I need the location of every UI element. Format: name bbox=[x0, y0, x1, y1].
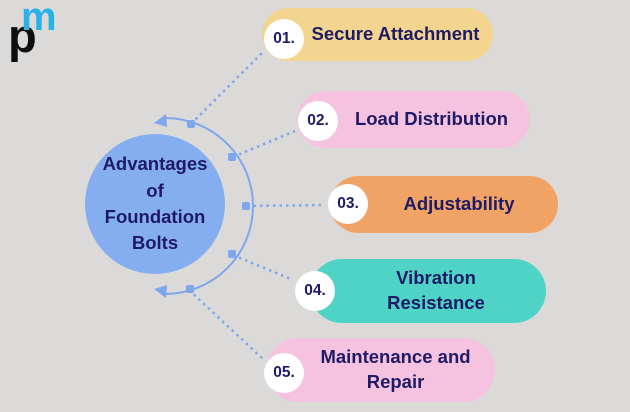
advantage-label-5: Maintenance and Repair bbox=[320, 346, 471, 392]
advantage-pill-4 bbox=[310, 259, 546, 323]
advantage-pill-3 bbox=[330, 176, 558, 233]
advantage-item-1: 01. Secure Attachment bbox=[262, 8, 493, 61]
dotted-connector-5 bbox=[188, 289, 264, 360]
arrow-bottom-icon bbox=[154, 285, 167, 298]
arc-node-2 bbox=[228, 153, 236, 161]
central-topic-circle: Advantages of Foundation Bolts bbox=[85, 134, 225, 274]
advantage-number-badge-1: 01. bbox=[264, 19, 304, 59]
advantage-number-badge-2: 02. bbox=[298, 101, 338, 141]
arc-node-5 bbox=[186, 285, 194, 293]
advantage-item-5: 05. Maintenance and Repair bbox=[264, 338, 495, 402]
advantage-item-4: 04. Vibration Resistance bbox=[295, 259, 546, 323]
arc-node-4 bbox=[228, 250, 236, 258]
advantage-item-2: 02. Load Distribution bbox=[297, 91, 530, 148]
arrow-top-icon bbox=[154, 114, 167, 127]
advantage-label-1: Secure Attachment bbox=[311, 23, 480, 45]
logo-letter-m: m bbox=[21, 0, 57, 39]
logo-letter-p: p bbox=[8, 9, 37, 62]
advantage-number-badge-3: 03. bbox=[328, 184, 368, 224]
brand-logo: p m bbox=[8, 0, 62, 62]
advantage-number-badge-5: 05. bbox=[264, 353, 304, 393]
dotted-connector-2 bbox=[232, 129, 296, 159]
advantage-label-2: Load Distribution bbox=[354, 108, 509, 130]
arc-line bbox=[164, 117, 254, 295]
central-topic-title: Advantages of Foundation Bolts bbox=[102, 153, 208, 254]
advantage-pill-5 bbox=[266, 338, 495, 402]
dotted-connector-3 bbox=[246, 203, 324, 208]
dotted-connector-1 bbox=[190, 51, 264, 125]
dotted-connector-4 bbox=[232, 253, 294, 282]
arc-node-3 bbox=[242, 202, 250, 210]
advantage-label-3: Adjustability bbox=[403, 193, 515, 215]
advantage-label-4: Vibration Resistance bbox=[387, 267, 485, 313]
arc-node-1 bbox=[187, 120, 195, 128]
advantage-item-3: 03. Adjustability bbox=[328, 176, 558, 233]
advantage-number-badge-4: 04. bbox=[295, 271, 335, 311]
